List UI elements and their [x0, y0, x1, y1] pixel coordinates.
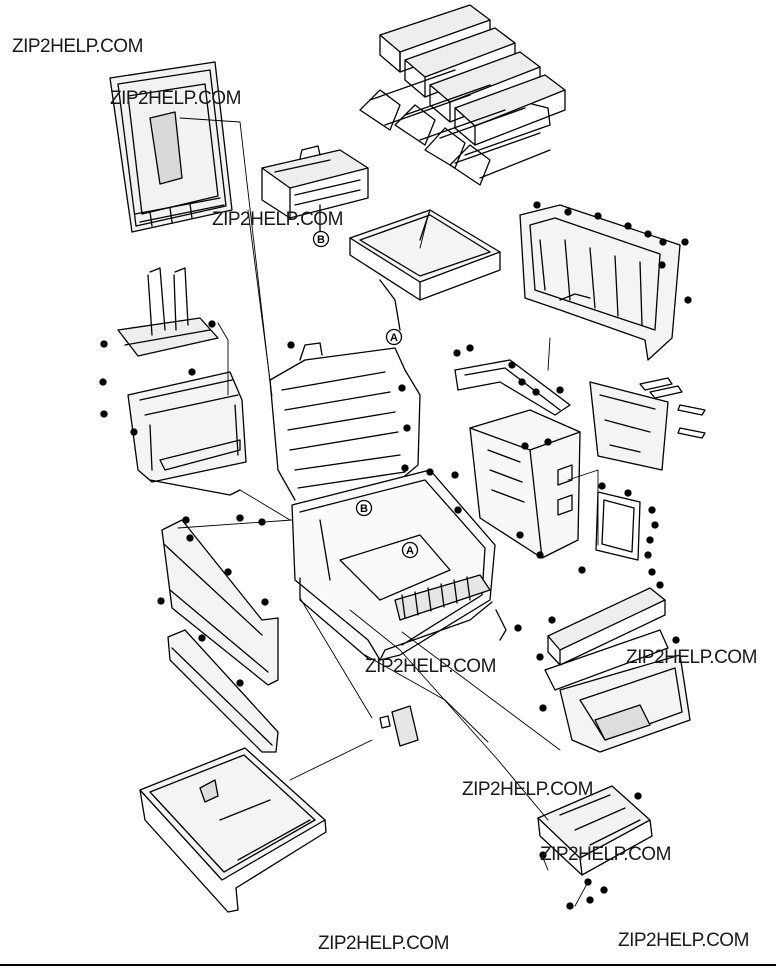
- front-cover-strip-part: [167, 629, 279, 753]
- main-body-screws: [236, 341, 462, 526]
- callout-b-body: B: [355, 499, 373, 517]
- spring-part: [495, 609, 522, 641]
- image-drum-units-part: [359, 69, 551, 186]
- left-panel-screws: [99, 368, 196, 436]
- memory-modules-part: [639, 377, 706, 439]
- watermark-text: ZIP2HELP.COM: [462, 779, 593, 800]
- toner-cartridges-part: [379, 4, 566, 146]
- callout-a-top: A: [385, 328, 403, 346]
- watermark-text: ZIP2HELP.COM: [626, 647, 757, 668]
- duplex-unit-part: [544, 587, 691, 753]
- watermark-text: ZIP2HELP.COM: [540, 844, 671, 865]
- controller-screws: [453, 344, 586, 574]
- rear-cover-screws: [533, 201, 692, 304]
- rear-cover-part: [519, 204, 681, 361]
- watermark-text: ZIP2HELP.COM: [318, 933, 449, 954]
- printer-main-body: [269, 342, 496, 661]
- front-cover-screws: [157, 516, 269, 687]
- callout-b-top: B: [312, 230, 330, 248]
- guide-screws: [100, 320, 216, 348]
- fuser-unit-part: [261, 145, 369, 233]
- low-voltage-bracket-part: [595, 491, 641, 561]
- power-supply-board-part: [537, 785, 653, 876]
- paper-guide-part: [117, 267, 219, 357]
- top-bracket-part: [454, 359, 571, 416]
- watermark-text: ZIP2HELP.COM: [12, 36, 143, 57]
- bottom-border-line: [0, 964, 776, 966]
- transfer-belt-part: [349, 209, 501, 331]
- callout-b-top-label: B: [317, 234, 325, 246]
- watermark-text: ZIP2HELP.COM: [110, 88, 241, 109]
- callout-b-body-label: B: [360, 503, 368, 515]
- leader-lines: [177, 117, 599, 907]
- left-side-upper-part: [127, 371, 247, 496]
- duplex-screws: [536, 568, 680, 712]
- pcb-screws: [598, 482, 659, 559]
- controller-board-part: [469, 409, 581, 559]
- watermark-text: ZIP2HELP.COM: [618, 930, 749, 951]
- callout-a-body: A: [401, 541, 419, 559]
- latch-part: [379, 705, 419, 747]
- front-left-cover-part: [161, 519, 279, 686]
- top-cover-part: [109, 61, 233, 233]
- watermark-text: ZIP2HELP.COM: [212, 209, 343, 230]
- callout-a-body-label: A: [406, 545, 414, 557]
- watermark-text: ZIP2HELP.COM: [365, 656, 496, 677]
- shield-board-part: [589, 381, 669, 471]
- callout-a-top-label: A: [390, 332, 398, 344]
- paper-tray-part: [139, 747, 327, 913]
